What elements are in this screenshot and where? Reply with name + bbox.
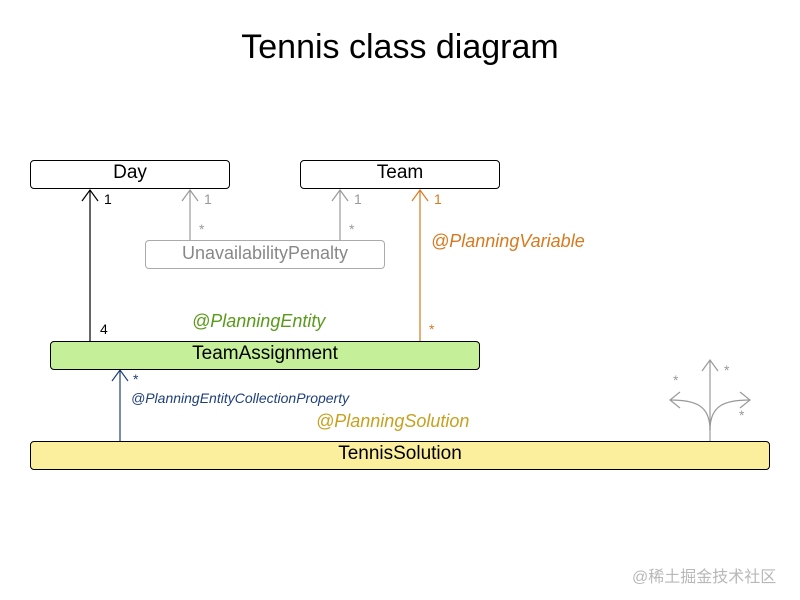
unavailability-penalty-class-name: UnavailabilityPenalty [181,243,349,263]
penalty-team-arrowhead [331,188,349,202]
diagram-title: Tennis class diagram [241,28,559,66]
penalty-day-arrowhead [181,188,199,202]
assignment-day-arrowhead [81,188,99,202]
assignment-team-arrowhead [411,188,429,202]
team-multiplicity-one: 1 [434,191,442,207]
assignment-team-multiplicity-many: * [429,321,435,337]
penalty-day-multiplicity-many: * [199,221,205,237]
day-class-name: Day [113,162,147,183]
day-multiplicity-one: 1 [104,191,112,207]
penalty-team-multiplicity-one: 1 [354,191,362,207]
fan-multiplicity-left: * [673,372,679,388]
planning-solution-annotation: @PlanningSolution [316,411,470,431]
planning-entity-collection-property-annotation: @PlanningEntityCollectionProperty [131,390,350,406]
fan-multiplicity-top: * [724,362,730,378]
fan-multiplicity-right: * [739,407,745,423]
planning-entity-annotation: @PlanningEntity [192,311,326,331]
day-class-box: Day [30,160,230,189]
team-class-name: Team [376,162,424,183]
assignment-multiplicity-four: 4 [100,321,108,337]
problem-facts-fan [669,358,751,441]
planning-variable-annotation: @PlanningVariable [431,231,585,251]
penalty-team-multiplicity-many: * [349,221,355,237]
team-assignment-class-name: TeamAssignment [192,343,338,364]
solution-assignment-multiplicity-many: * [133,371,139,387]
unavailability-penalty-class-box: UnavailabilityPenalty [145,240,385,269]
tennis-solution-class-box: TennisSolution [30,441,770,470]
watermark: @稀土掘金技术社区 [632,569,777,586]
tennis-solution-class-name: TennisSolution [338,443,462,464]
team-assignment-class-box: TeamAssignment [50,341,480,370]
solution-assignment-arrowhead [111,368,129,382]
penalty-day-multiplicity-one: 1 [204,191,212,207]
team-class-box: Team [300,160,500,189]
